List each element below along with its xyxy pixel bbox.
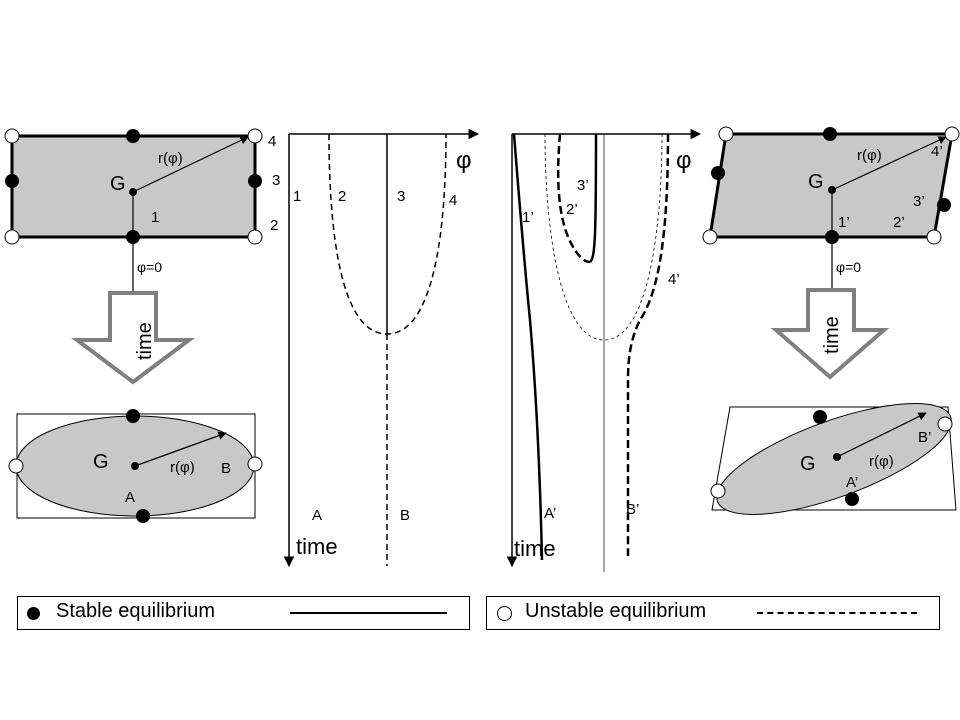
parallelogram-body (708, 132, 954, 239)
stable-point (126, 409, 140, 423)
side-label-3: 3 (272, 172, 280, 189)
radius-arrow (836, 412, 927, 458)
left-ellipse-panel: G r(φ) B A (8, 409, 263, 523)
stable-point (711, 166, 725, 180)
unstable-point (247, 229, 263, 245)
bottom-label-B-prime: B’ (626, 501, 639, 518)
center-label: G (110, 173, 126, 195)
stable-point (126, 230, 140, 244)
unstable-point (926, 229, 942, 245)
center-label: G (808, 171, 824, 193)
left-time-chart: φ time 1 2 3 4 A B (283, 128, 480, 568)
curve-label-2: 2 (338, 188, 346, 205)
solid-line-sample (290, 612, 447, 614)
reference-curve (544, 133, 663, 341)
radius-label: r(φ) (857, 147, 882, 164)
bottom-label-B: B (400, 507, 410, 524)
legend-unstable: Unstable equilibrium (486, 596, 940, 630)
time-arrow-label: time (134, 322, 156, 360)
unstable-point (944, 126, 960, 142)
side-label-1-prime: 1’ (838, 214, 850, 231)
stable-point (825, 230, 839, 244)
time-down-arrow (770, 288, 890, 380)
legend-unstable-label: Unstable equilibrium (525, 600, 707, 622)
center-point (833, 453, 841, 461)
stable-point (5, 174, 19, 188)
phi-zero-label: φ=0 (836, 259, 861, 275)
right-ellipse-panel: G r(φ) B’ A’ (710, 403, 957, 515)
curve-4-prime-unstable (626, 133, 670, 560)
point-label-B-prime: B’ (918, 429, 931, 446)
unstable-point (8, 458, 24, 474)
curve-label-4: 4 (449, 192, 457, 209)
unstable-point (937, 416, 953, 432)
legend-stable: Stable equilibrium (17, 596, 470, 630)
center-label: G (93, 451, 109, 473)
curve-label-1: 1 (293, 188, 301, 205)
right-parallelogram-panel: G r(φ) 1’ 2’ 3’ 4’ φ=0 time (702, 126, 960, 380)
time-down-arrow (71, 291, 195, 385)
stable-point (248, 174, 262, 188)
right-time-chart: φ time 1’ 2’ 3’ 4’ A’ B’ (506, 128, 702, 572)
phi-axis-label: φ (456, 147, 472, 174)
radius-arrow (132, 136, 249, 193)
side-label-3-prime: 3’ (913, 193, 925, 210)
stable-point (823, 127, 837, 141)
curve-label-1-prime: 1’ (522, 209, 534, 226)
unstable-marker-icon (497, 606, 512, 621)
dashed-line-sample (757, 612, 917, 614)
radius-label: r(φ) (170, 459, 195, 476)
unstable-point (247, 128, 263, 144)
stable-marker-icon (27, 607, 40, 620)
bottom-label-A: A (312, 507, 322, 524)
unstable-point (247, 456, 263, 472)
radius-label: r(φ) (869, 453, 894, 470)
curve-3-prime-stable (589, 133, 598, 263)
time-axis-label: time (514, 536, 556, 561)
point-label-A-prime: A’ (846, 474, 858, 491)
curve-1-prime-stable (512, 133, 544, 561)
point-label-B: B (221, 460, 231, 477)
stable-point (136, 509, 150, 523)
phi-zero-label: φ=0 (137, 259, 162, 275)
time-axis-label: time (296, 534, 338, 559)
side-label-4: 4 (268, 133, 276, 150)
side-label-2-prime: 2’ (893, 214, 905, 231)
radius-arrow (831, 136, 947, 191)
stable-point (126, 129, 140, 143)
curve-2-4-unstable (328, 133, 447, 335)
unstable-point (4, 229, 20, 245)
curve-label-3-prime: 3’ (577, 177, 589, 194)
stable-point (937, 198, 951, 212)
side-label-1: 1 (151, 209, 159, 226)
unstable-point (702, 229, 718, 245)
stable-point (813, 410, 827, 424)
phi-axis-label: φ (676, 147, 692, 174)
center-label: G (800, 453, 816, 475)
legend-stable-label: Stable equilibrium (56, 600, 215, 622)
left-rectangle-panel: G r(φ) 1 2 3 4 φ=0 time (4, 128, 280, 385)
side-label-4-prime: 4’ (931, 143, 943, 160)
curve-2-prime-unstable (556, 133, 591, 264)
curve-label-4-prime: 4’ (668, 271, 680, 288)
curve-label-3: 3 (397, 188, 405, 205)
stable-point (845, 492, 859, 506)
time-arrow-label: time (821, 316, 843, 354)
center-point (828, 186, 836, 194)
curve-label-2-prime: 2’ (566, 201, 578, 218)
center-point (129, 188, 137, 196)
point-label-A: A (125, 489, 135, 506)
unstable-point (4, 128, 20, 144)
unstable-point (710, 483, 726, 499)
side-label-2: 2 (270, 217, 278, 234)
bottom-label-A-prime: A’ (544, 505, 556, 522)
unstable-point (718, 126, 734, 142)
radius-arrow (134, 431, 227, 467)
center-point (131, 462, 139, 470)
radius-label: r(φ) (158, 150, 183, 167)
